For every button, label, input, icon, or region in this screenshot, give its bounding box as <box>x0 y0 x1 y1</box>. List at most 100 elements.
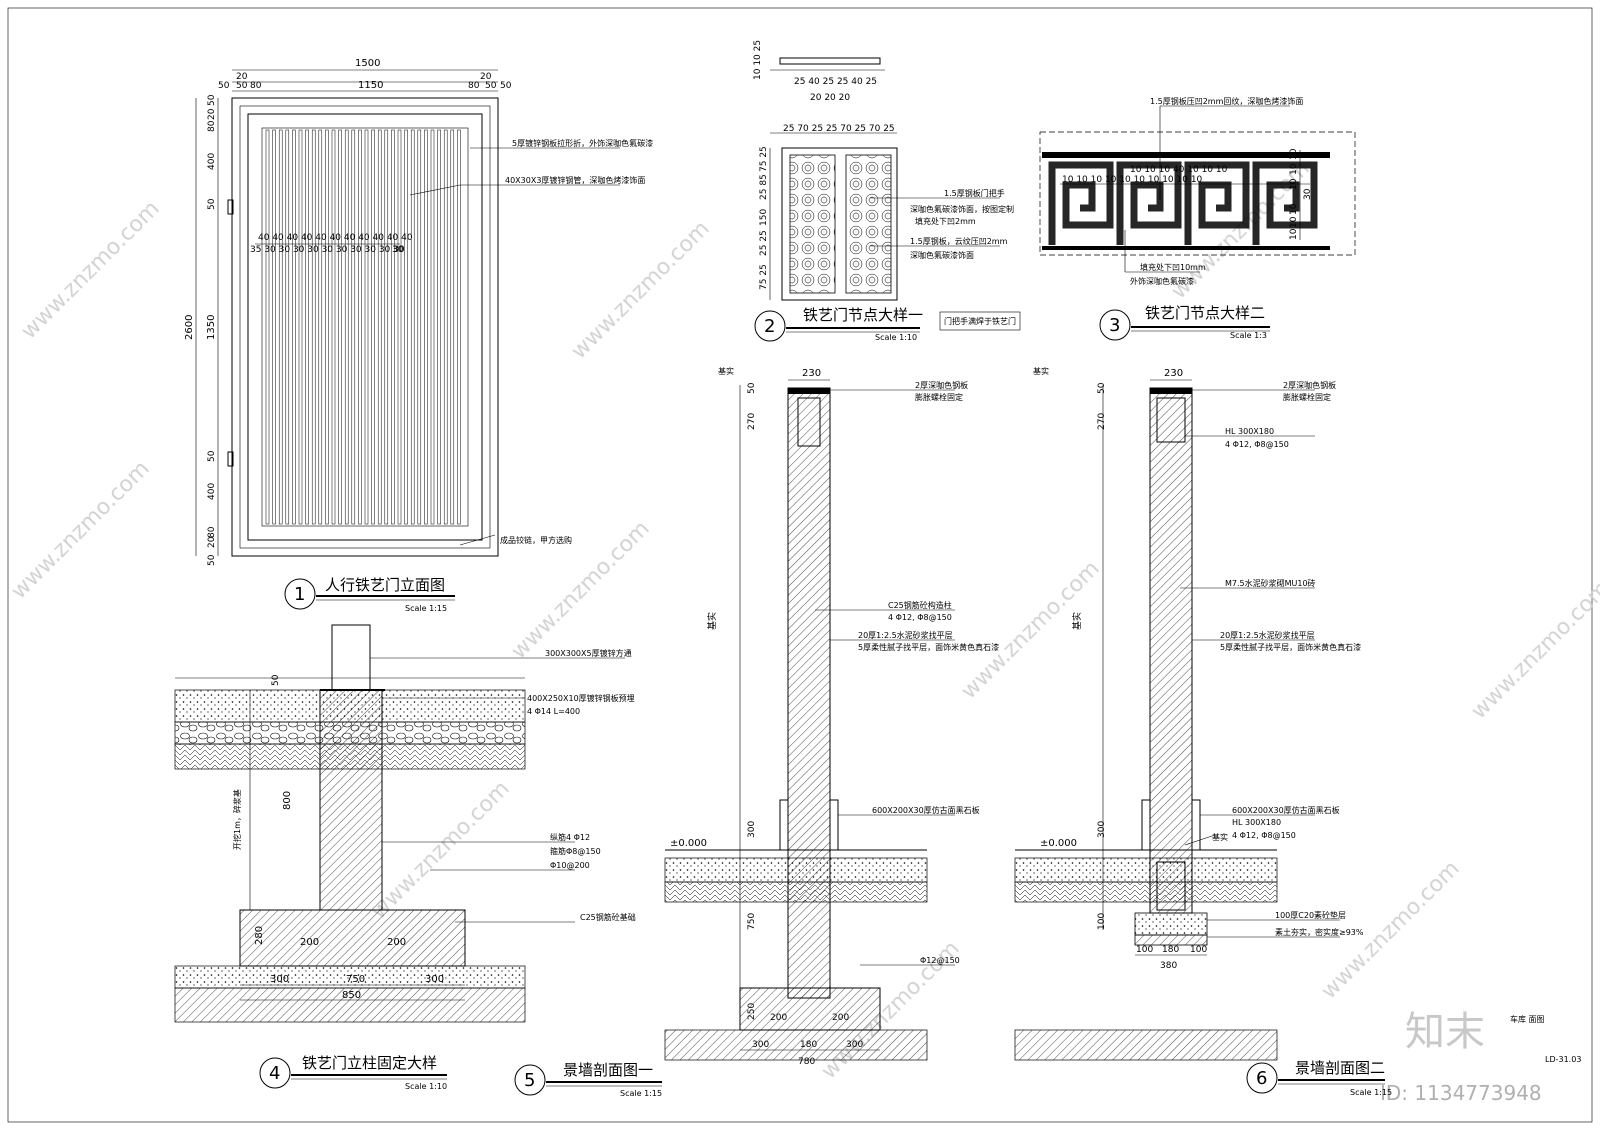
gate-bar <box>371 129 375 525</box>
svg-text:750: 750 <box>747 913 757 930</box>
gate-bar <box>391 129 395 525</box>
svg-text:2: 2 <box>764 316 775 337</box>
svg-text:20: 20 <box>207 536 217 548</box>
svg-text:50: 50 <box>218 81 230 91</box>
svg-text:50: 50 <box>207 94 217 106</box>
d1-dim-1150: 1150 <box>358 80 383 91</box>
d2-sub-label: 门把手满焊于铁艺门 <box>944 316 1016 326</box>
gate-bar <box>437 129 441 525</box>
svg-text:100: 100 <box>1190 945 1207 955</box>
d5-scale: Scale 1:15 <box>620 1089 662 1098</box>
svg-text:5厚柔性腻子找平层，面饰米黄色真石漆: 5厚柔性腻子找平层，面饰米黄色真石漆 <box>1220 642 1361 652</box>
gate-bar <box>430 129 435 525</box>
svg-text:20: 20 <box>207 108 217 120</box>
svg-text:基实: 基实 <box>706 612 718 630</box>
detail-3-meander-node: 1.5厚钢板压凹2mm回纹，深咖色烤漆饰面 10 10 10 40 10 10 … <box>1039 96 1356 341</box>
d1-bar-dims-bottom: 35 30 30 30 30 30 30 30 30 30 30 <box>250 245 405 255</box>
svg-text:10 10 10 40 10 10 10: 10 10 10 40 10 10 10 <box>1130 165 1228 175</box>
gate-bar <box>443 129 448 525</box>
svg-text:50: 50 <box>747 382 757 394</box>
svg-text:25 40 25 25 40 25: 25 40 25 25 40 25 <box>794 77 877 87</box>
svg-text:6: 6 <box>1256 1068 1267 1089</box>
gate-bar <box>298 129 303 525</box>
svg-text:4 Φ14 L=400: 4 Φ14 L=400 <box>527 707 580 716</box>
gate-bar <box>311 129 316 525</box>
svg-text:深咖色氟碳漆饰面，按图定制: 深咖色氟碳漆饰面，按图定制 <box>910 204 1014 214</box>
svg-text:50: 50 <box>207 554 217 566</box>
watermark-logo: 知末 <box>1405 1009 1485 1055</box>
gate-bar <box>417 129 422 525</box>
svg-text:230: 230 <box>802 368 821 379</box>
d2-note-handle: 1.5厚钢板门把手 <box>944 188 1005 198</box>
gate-bar <box>305 129 309 525</box>
svg-text:HL 300X180: HL 300X180 <box>1232 818 1281 827</box>
svg-text:2600: 2600 <box>184 315 195 340</box>
svg-text:深咖色氟碳漆饰面: 深咖色氟碳漆饰面 <box>910 250 974 260</box>
svg-text:850: 850 <box>342 990 361 1001</box>
gate-bar <box>325 129 329 525</box>
gate-bar <box>265 129 270 525</box>
gate-bar <box>278 129 283 525</box>
svg-text:250: 250 <box>747 1003 757 1020</box>
svg-text:www.znzmo.com: www.znzmo.com <box>7 456 155 604</box>
svg-text:300: 300 <box>270 974 289 985</box>
svg-text:400: 400 <box>207 483 217 500</box>
svg-text:750: 750 <box>346 974 365 985</box>
svg-text:20: 20 <box>236 72 248 82</box>
svg-text:80: 80 <box>207 526 217 538</box>
d5-title: 景墙剖面图一 <box>563 1061 653 1079</box>
d4-scale: Scale 1:10 <box>405 1082 447 1091</box>
svg-text:膨胀螺栓固定: 膨胀螺栓固定 <box>1283 392 1331 402</box>
svg-text:Φ10@200: Φ10@200 <box>550 861 590 870</box>
svg-text:800: 800 <box>282 791 293 810</box>
gate-bar <box>397 129 402 525</box>
d4-title: 铁艺门立柱固定大样 <box>302 1054 437 1072</box>
svg-text:10: 10 <box>1289 216 1299 228</box>
sheet-border <box>7 7 1593 1123</box>
svg-text:1.5厚钢板，云纹压凹2mm: 1.5厚钢板，云纹压凹2mm <box>910 236 1008 246</box>
d1-note-hinge: 成品铰链，甲方选购 <box>500 535 572 545</box>
meander-unit <box>1184 161 1250 245</box>
svg-text:80: 80 <box>207 120 217 132</box>
d5-note-column: C25钢筋砼构造柱 <box>888 600 952 610</box>
detail-5-wall-section-1: 230 基实 50 270 基实 300 750 250 ±0.000 300 … <box>514 366 999 1098</box>
svg-text:30: 30 <box>392 245 404 255</box>
svg-text:50: 50 <box>1097 382 1107 394</box>
meander-unit <box>1252 161 1318 245</box>
svg-text:100: 100 <box>1136 945 1153 955</box>
gate-bar <box>404 129 408 525</box>
gate-bar <box>292 129 296 525</box>
d1-title: 人行铁艺门立面图 <box>325 576 445 594</box>
svg-text:600X200X30厚仿古面黑石板: 600X200X30厚仿古面黑石板 <box>872 805 980 815</box>
gate-bar <box>331 129 336 525</box>
svg-text:10: 10 <box>1289 178 1299 190</box>
gate-bar <box>424 129 428 525</box>
svg-text:230: 230 <box>1164 368 1183 379</box>
d5-top-label: 基实 <box>718 366 734 376</box>
d3-note-fill: 填充处下凹10mm <box>1140 262 1206 272</box>
svg-text:4 Φ12, Φ8@150: 4 Φ12, Φ8@150 <box>1232 831 1296 840</box>
svg-text:80: 80 <box>468 81 480 91</box>
svg-text:780: 780 <box>798 1057 815 1067</box>
detail-2-handle-node: 10 10 25 25 40 25 25 40 25 20 20 20 25 7… <box>753 40 1021 342</box>
d1-note-steel-pipe: 40X30X3厚镀锌钢管，深咖色烤漆饰面 <box>505 175 645 185</box>
d3-top-note: 1.5厚钢板压凹2mm回纹，深咖色烤漆饰面 <box>1150 96 1303 106</box>
svg-text:300: 300 <box>1097 821 1107 838</box>
watermark-id: ID: 1134773948 <box>1380 1081 1542 1105</box>
svg-text:180: 180 <box>1162 945 1179 955</box>
svg-text:20厚1:2.5水泥砂浆找平层: 20厚1:2.5水泥砂浆找平层 <box>1220 630 1315 640</box>
svg-text:400: 400 <box>207 153 217 170</box>
svg-text:10: 10 <box>1289 203 1299 215</box>
svg-text:基实: 基实 <box>1071 612 1083 630</box>
svg-text:www.znzmo.com: www.znzmo.com <box>367 776 515 924</box>
svg-text:3: 3 <box>1109 315 1120 336</box>
gate-bar <box>450 129 455 525</box>
svg-text:180: 180 <box>800 1040 817 1050</box>
d2-title: 铁艺门节点大样一 <box>803 306 923 324</box>
d5-level: ±0.000 <box>670 838 707 849</box>
d1-scale: Scale 1:15 <box>405 604 447 613</box>
d4-left-note: 开挖1m，碎浆基 <box>232 789 242 850</box>
drawing-number: LD-31.03 <box>1545 1055 1581 1064</box>
svg-text:300: 300 <box>747 821 757 838</box>
svg-text:4: 4 <box>269 1063 280 1084</box>
